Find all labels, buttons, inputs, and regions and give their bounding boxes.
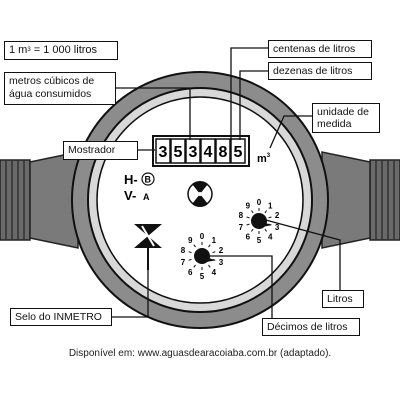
dial-right-number-8: 8 — [239, 211, 244, 220]
va-letter: A — [143, 192, 150, 202]
label-metros-cubicos: metros cúbicos de água consumidos — [4, 72, 116, 105]
label-litros-text: Litros — [327, 293, 353, 305]
display-unit: m3 — [257, 153, 271, 165]
label-unidade-line2: medida — [317, 118, 352, 130]
label-decimos-litros: Décimos de litros — [262, 318, 360, 336]
source-caption: Disponível em: www.aguasdearacoiaba.com.… — [68, 348, 332, 359]
equation-rest: = 1 000 litros — [30, 44, 98, 56]
digit-5: 5 — [234, 144, 243, 161]
dial-left-tick — [208, 264, 211, 268]
dial-right-tick — [246, 223, 250, 226]
digit-cell — [230, 138, 246, 164]
dial-right-number-3: 3 — [275, 223, 280, 232]
leader-unidade — [269, 115, 312, 149]
label-metros-line1: metros cúbicos de — [9, 75, 95, 87]
dial-right-number-4: 4 — [268, 232, 273, 241]
dial-left-number-1: 1 — [212, 236, 217, 245]
digit-cell — [170, 138, 186, 164]
display-unit-exp: 3 — [267, 153, 271, 159]
digit-4: 8 — [219, 144, 228, 161]
dial-left-number-0: 0 — [200, 232, 205, 241]
label-metros-line2: água consumidos — [9, 88, 92, 100]
leader-metros — [116, 87, 191, 140]
dial-left-tick — [188, 258, 192, 261]
leader-lines — [112, 47, 341, 326]
digit-2: 3 — [189, 144, 198, 161]
va-mark: V- — [124, 188, 136, 203]
dial-left-number-8: 8 — [181, 246, 186, 255]
dial-right-number-0: 0 — [257, 198, 262, 207]
digit-cell — [155, 138, 171, 164]
equation-text: 1 m — [9, 44, 28, 56]
dial-left-number-9: 9 — [188, 236, 193, 245]
dial-left-number-6: 6 — [188, 268, 193, 277]
dial-left-number-7: 7 — [181, 258, 186, 267]
flow-indicator-icon — [187, 180, 213, 208]
equation-exp: 3 — [27, 47, 31, 53]
dial-left-number-4: 4 — [212, 268, 217, 277]
inmetro-seal-icon — [134, 224, 162, 270]
hb-mark: H- — [124, 172, 138, 187]
dial-left-tick — [193, 264, 196, 268]
dial-right-tick — [246, 216, 250, 219]
dial-left-tick — [212, 251, 216, 254]
dial-left-needle — [196, 252, 215, 263]
digit-1: 5 — [174, 144, 183, 161]
dial-right-needle — [253, 217, 271, 228]
dial-left-tick — [212, 258, 216, 261]
right-pipe — [321, 151, 400, 249]
dial-right-number-9: 9 — [246, 202, 251, 211]
digit-cell — [185, 138, 201, 164]
dial-left-number-2: 2 — [219, 246, 224, 255]
dial-right-tick — [268, 216, 272, 219]
label-selo-inmetro: Selo do INMETRO — [10, 308, 112, 326]
label-mostrador: Mostrador — [63, 141, 138, 160]
digit-0: 3 — [159, 144, 168, 161]
dial-right-number-2: 2 — [275, 211, 280, 220]
dial-left-tick — [193, 244, 196, 248]
label-dezenas-text: dezenas de litros — [273, 65, 353, 77]
label-litros: Litros — [322, 290, 364, 308]
label-centenas-text: centenas de litros — [273, 43, 356, 55]
hb-circle — [141, 172, 155, 186]
label-unidade-line1: unidade de — [317, 106, 369, 118]
dial-left-number-3: 3 — [219, 258, 224, 267]
label-selo-text: Selo do INMETRO — [15, 311, 102, 323]
dial-right-number-6: 6 — [246, 232, 251, 241]
dial-left-tick — [208, 244, 211, 248]
dial-right-tick — [268, 223, 272, 226]
left-pipe — [0, 151, 79, 249]
dial-right-number-7: 7 — [239, 223, 244, 232]
digit-3: 4 — [204, 144, 213, 161]
label-centenas: centenas de litros — [268, 40, 372, 58]
dial-right-number-5: 5 — [257, 236, 262, 245]
dial-left-number-5: 5 — [200, 272, 205, 281]
dial-left-tick — [188, 251, 192, 254]
dial-right-tick — [250, 228, 254, 232]
dial-right-tick — [264, 228, 268, 232]
digit-cell — [200, 138, 216, 164]
dial-right-tick — [264, 210, 268, 214]
equation-box: 1 m3 = 1 000 litros — [4, 41, 118, 60]
label-mostrador-text: Mostrador — [68, 144, 116, 156]
dial-right-tick — [250, 210, 254, 214]
dial-right-number-1: 1 — [268, 202, 273, 211]
label-decimos-text: Décimos de litros — [267, 321, 348, 333]
label-unidade-medida: unidade de medida — [312, 103, 380, 133]
leader-selo — [112, 270, 149, 318]
leader-dezenas — [239, 70, 268, 140]
label-dezenas: dezenas de litros — [268, 62, 372, 80]
leader-centenas — [230, 47, 268, 140]
digit-cell — [215, 138, 231, 164]
leader-decimos — [203, 255, 273, 326]
hb-letter: B — [145, 175, 152, 185]
